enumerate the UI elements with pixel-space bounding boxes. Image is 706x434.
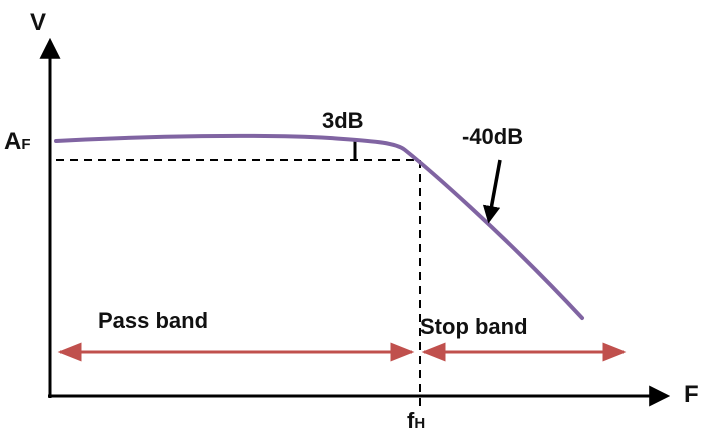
response-curve [54, 133, 584, 320]
cutoff-frequency-label: fH [407, 408, 425, 433]
x-axis-label: F [684, 381, 699, 408]
3db-label: 3dB [322, 108, 364, 133]
pass-band-label: Pass band [98, 308, 208, 333]
stop-band-label: Stop band [420, 314, 528, 339]
gain-label: AF [4, 128, 31, 155]
rolloff-label: -40dB [462, 124, 523, 149]
rolloff-arrow [482, 159, 502, 224]
y-axis-label: V [30, 9, 46, 36]
